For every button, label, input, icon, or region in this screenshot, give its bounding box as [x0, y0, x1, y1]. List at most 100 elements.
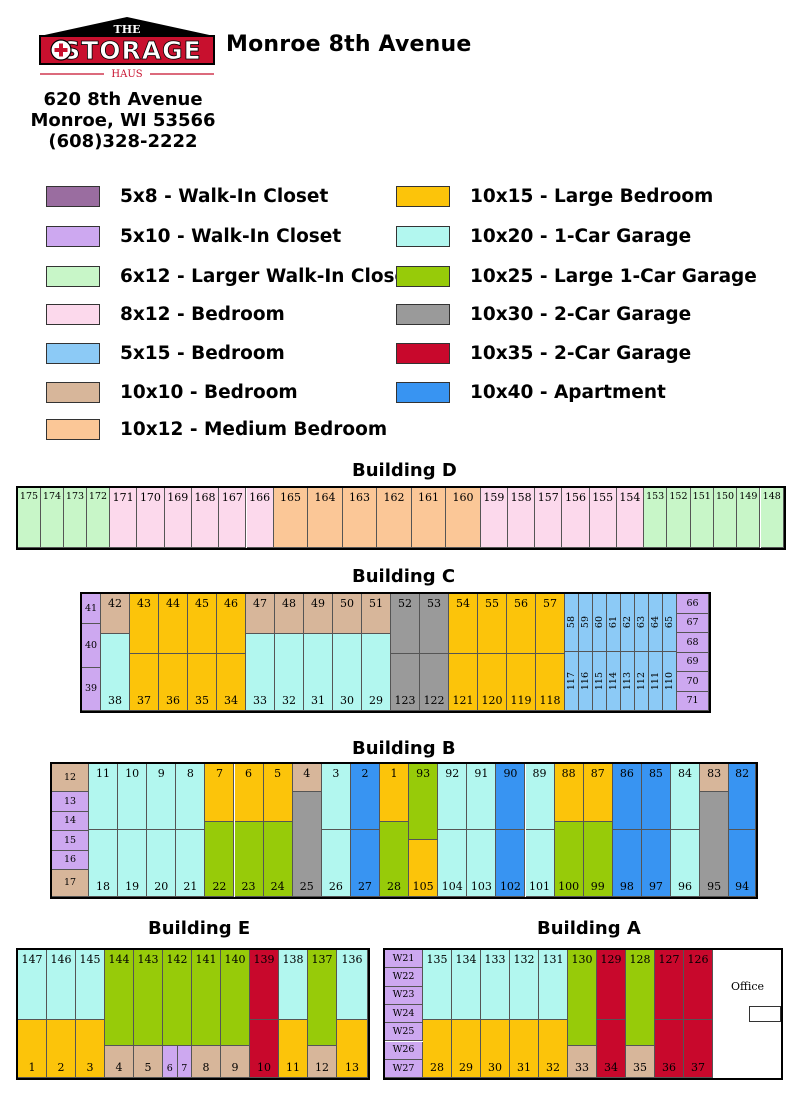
unit-d-163[interactable]: 163 [342, 488, 378, 548]
unit-a-33[interactable]: 33 [568, 1046, 597, 1078]
unit-b-97[interactable]: 97 [641, 830, 671, 897]
unit-d-164[interactable]: 164 [308, 488, 343, 548]
unit-c-40[interactable]: 40 [82, 624, 101, 668]
unit-c-38[interactable]: 38 [101, 634, 130, 711]
unit-b-86[interactable]: 86 [612, 764, 642, 830]
unit-b-83[interactable]: 83 [700, 764, 730, 792]
unit-b-87[interactable]: 87 [583, 764, 613, 822]
unit-a-w25[interactable]: W25 [385, 1023, 423, 1042]
unit-a-w26[interactable]: W26 [385, 1041, 423, 1060]
unit-d-172[interactable]: 172 [87, 488, 110, 548]
unit-c-60[interactable]: 60 [593, 594, 607, 652]
unit-c-119[interactable]: 119 [507, 654, 536, 711]
unit-b-24[interactable]: 24 [263, 822, 293, 897]
unit-b-9[interactable]: 9 [147, 764, 177, 830]
unit-b-27[interactable]: 27 [350, 830, 380, 897]
unit-c-39[interactable]: 39 [82, 668, 101, 711]
unit-d-152[interactable]: 152 [667, 488, 691, 548]
unit-c-44[interactable]: 44 [159, 594, 188, 654]
unit-c-42[interactable]: 42 [101, 594, 130, 634]
unit-b-17[interactable]: 17 [52, 870, 89, 897]
unit-b-23[interactable]: 23 [234, 822, 264, 897]
unit-c-49[interactable]: 49 [304, 594, 333, 634]
unit-c-31[interactable]: 31 [304, 634, 333, 711]
unit-d-169[interactable]: 169 [164, 488, 192, 548]
unit-c-115[interactable]: 115 [593, 652, 607, 711]
unit-b-95[interactable]: 95 [700, 792, 730, 897]
unit-c-50[interactable]: 50 [333, 594, 362, 634]
unit-c-53[interactable]: 53 [420, 594, 449, 654]
unit-b-99[interactable]: 99 [583, 822, 613, 897]
unit-d-150[interactable]: 150 [713, 488, 738, 548]
unit-a-29[interactable]: 29 [452, 1020, 481, 1078]
unit-d-168[interactable]: 168 [191, 488, 220, 548]
unit-a-37[interactable]: 37 [684, 1020, 713, 1078]
unit-e-9[interactable]: 9 [221, 1046, 250, 1078]
unit-d-154[interactable]: 154 [616, 488, 644, 548]
unit-a-w23[interactable]: W23 [385, 986, 423, 1005]
unit-b-8[interactable]: 8 [176, 764, 206, 830]
unit-e-137[interactable]: 137 [308, 950, 337, 1046]
unit-c-58[interactable]: 58 [565, 594, 579, 652]
unit-e-6[interactable]: 6 [163, 1046, 178, 1078]
unit-c-43[interactable]: 43 [130, 594, 159, 654]
unit-e-8[interactable]: 8 [192, 1046, 221, 1078]
unit-b-2[interactable]: 2 [350, 764, 380, 830]
unit-b-3[interactable]: 3 [321, 764, 351, 830]
unit-c-41[interactable]: 41 [82, 594, 101, 624]
unit-b-1[interactable]: 1 [380, 764, 410, 822]
unit-b-102[interactable]: 102 [496, 830, 526, 897]
unit-b-4[interactable]: 4 [292, 764, 322, 792]
unit-c-34[interactable]: 34 [217, 654, 246, 711]
unit-e-138[interactable]: 138 [279, 950, 308, 1020]
unit-a-134[interactable]: 134 [452, 950, 481, 1020]
unit-b-89[interactable]: 89 [525, 764, 555, 830]
unit-e-3[interactable]: 3 [76, 1020, 105, 1078]
unit-c-65[interactable]: 65 [663, 594, 677, 652]
unit-c-116[interactable]: 116 [579, 652, 593, 711]
unit-a-128[interactable]: 128 [626, 950, 655, 1046]
unit-d-174[interactable]: 174 [41, 488, 64, 548]
unit-b-92[interactable]: 92 [438, 764, 468, 830]
unit-b-15[interactable]: 15 [52, 831, 89, 851]
unit-e-140[interactable]: 140 [221, 950, 250, 1046]
unit-e-12[interactable]: 12 [308, 1046, 337, 1078]
unit-c-118[interactable]: 118 [536, 654, 565, 711]
unit-c-117[interactable]: 117 [565, 652, 579, 711]
unit-a-133[interactable]: 133 [481, 950, 510, 1020]
unit-a-132[interactable]: 132 [510, 950, 539, 1020]
unit-c-70[interactable]: 70 [677, 672, 709, 692]
unit-b-96[interactable]: 96 [671, 830, 701, 897]
unit-c-47[interactable]: 47 [246, 594, 275, 634]
unit-d-149[interactable]: 149 [737, 488, 761, 548]
unit-d-151[interactable]: 151 [690, 488, 714, 548]
unit-c-33[interactable]: 33 [246, 634, 275, 711]
unit-e-13[interactable]: 13 [337, 1020, 368, 1078]
unit-e-139[interactable]: 139 [250, 950, 279, 1020]
unit-e-147[interactable]: 147 [18, 950, 47, 1020]
unit-e-4[interactable]: 4 [105, 1046, 134, 1078]
unit-c-29[interactable]: 29 [362, 634, 391, 711]
unit-a-31[interactable]: 31 [510, 1020, 539, 1078]
unit-a-135[interactable]: 135 [423, 950, 452, 1020]
unit-c-120[interactable]: 120 [478, 654, 507, 711]
unit-b-5[interactable]: 5 [263, 764, 293, 822]
unit-b-93[interactable]: 93 [409, 764, 439, 840]
unit-c-35[interactable]: 35 [188, 654, 217, 711]
unit-c-57[interactable]: 57 [536, 594, 565, 654]
unit-d-173[interactable]: 173 [64, 488, 87, 548]
unit-c-123[interactable]: 123 [391, 654, 420, 711]
unit-b-28[interactable]: 28 [380, 822, 410, 897]
unit-b-12[interactable]: 12 [52, 764, 89, 792]
unit-e-145[interactable]: 145 [76, 950, 105, 1020]
unit-b-88[interactable]: 88 [554, 764, 584, 822]
unit-c-48[interactable]: 48 [275, 594, 304, 634]
unit-b-26[interactable]: 26 [321, 830, 351, 897]
unit-d-158[interactable]: 158 [508, 488, 536, 548]
unit-c-66[interactable]: 66 [677, 594, 709, 614]
unit-c-36[interactable]: 36 [159, 654, 188, 711]
unit-c-68[interactable]: 68 [677, 633, 709, 653]
unit-c-67[interactable]: 67 [677, 613, 709, 633]
unit-c-37[interactable]: 37 [130, 654, 159, 711]
unit-c-52[interactable]: 52 [391, 594, 420, 654]
